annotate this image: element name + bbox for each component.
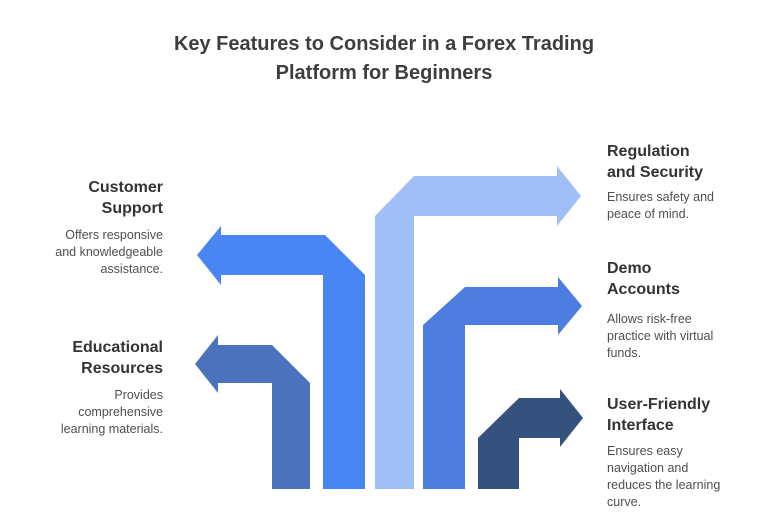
feature-user-friendly-interface-description: Ensures easy navigation and reduces the … <box>607 444 721 509</box>
feature-demo-accounts-description: Allows risk-free practice with virtual f… <box>607 312 714 360</box>
arrow-customer-support <box>197 226 365 489</box>
page-title: Key Features to Consider in a Forex Trad… <box>173 33 595 84</box>
arrow-regulation-and-security <box>375 166 581 489</box>
feature-regulation-and-security-heading: Regulation and Security <box>607 143 704 181</box>
feature-customer-support-heading: Customer Support <box>88 179 163 217</box>
feature-educational-resources-heading: Educational Resources <box>72 339 163 377</box>
arrow-educational-resources <box>195 335 310 489</box>
feature-educational-resources-description: Provides comprehensive learning material… <box>60 388 163 436</box>
arrow-demo-accounts <box>423 277 582 489</box>
feature-customer-support-description: Offers responsive and knowledgeable assi… <box>55 228 163 276</box>
feature-demo-accounts-heading: Demo Accounts <box>607 260 680 298</box>
feature-user-friendly-interface-heading: User-Friendly Interface <box>607 396 711 434</box>
arrow-user-friendly-interface <box>478 389 583 489</box>
feature-regulation-and-security-description: Ensures safety and peace of mind. <box>607 190 715 221</box>
